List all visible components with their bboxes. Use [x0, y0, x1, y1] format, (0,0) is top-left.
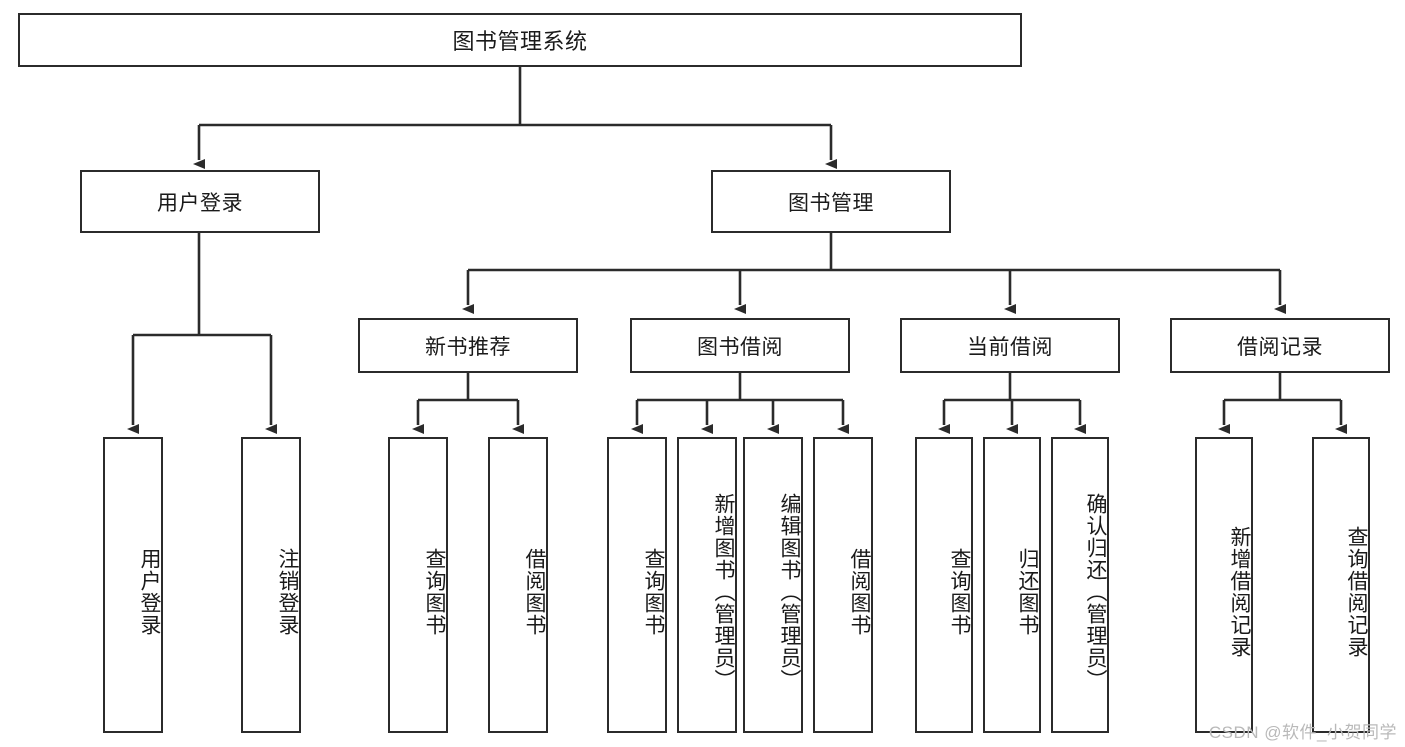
node-label: 新增图书（管理员） — [712, 493, 735, 691]
node-label: 编辑图书（管理员） — [778, 493, 801, 691]
node-book-management[interactable]: 图书管理 — [711, 170, 951, 233]
node-user-login[interactable]: 用户登录 — [80, 170, 320, 233]
leaf-current-query-book[interactable]: 查询图书 — [915, 437, 973, 733]
node-label: 查询图书 — [423, 548, 446, 636]
leaf-recommend-borrow-book[interactable]: 借阅图书 — [488, 437, 548, 733]
node-label: 图书管理系统 — [452, 29, 588, 54]
leaf-borrow-borrow-book[interactable]: 借阅图书 — [813, 437, 873, 733]
node-label: 借阅图书 — [523, 548, 546, 636]
node-new-book-recommend[interactable]: 新书推荐 — [358, 318, 578, 373]
node-root-system[interactable]: 图书管理系统 — [18, 13, 1022, 67]
node-label: 新书推荐 — [425, 335, 511, 359]
leaf-record-query[interactable]: 查询借阅记录 — [1312, 437, 1370, 733]
node-label: 用户登录 — [138, 548, 161, 636]
node-label: 当前借阅 — [967, 335, 1053, 359]
leaf-record-add[interactable]: 新增借阅记录 — [1195, 437, 1253, 733]
node-label: 新增借阅记录 — [1228, 526, 1251, 658]
node-label: 查询图书 — [642, 548, 665, 636]
node-label: 归还图书 — [1016, 548, 1039, 636]
node-label: 图书借阅 — [697, 335, 783, 359]
node-label: 借阅记录 — [1237, 335, 1323, 359]
leaf-current-confirm-return[interactable]: 确认归还（管理员） — [1051, 437, 1109, 733]
node-label: 借阅图书 — [848, 548, 871, 636]
node-label: 查询借阅记录 — [1345, 526, 1368, 658]
node-book-borrow[interactable]: 图书借阅 — [630, 318, 850, 373]
leaf-user-logout[interactable]: 注销登录 — [241, 437, 301, 733]
leaf-user-login[interactable]: 用户登录 — [103, 437, 163, 733]
leaf-borrow-add-book[interactable]: 新增图书（管理员） — [677, 437, 737, 733]
leaf-borrow-edit-book[interactable]: 编辑图书（管理员） — [743, 437, 803, 733]
leaf-current-return-book[interactable]: 归还图书 — [983, 437, 1041, 733]
node-current-borrow[interactable]: 当前借阅 — [900, 318, 1120, 373]
node-label: 注销登录 — [276, 548, 299, 636]
node-label: 用户登录 — [157, 191, 243, 215]
node-label: 查询图书 — [948, 548, 971, 636]
leaf-recommend-query-book[interactable]: 查询图书 — [388, 437, 448, 733]
watermark: CSDN @软件_小贺同学 — [1208, 723, 1397, 742]
node-label: 确认归还（管理员） — [1084, 493, 1107, 691]
node-label: 图书管理 — [788, 191, 874, 215]
node-borrow-record[interactable]: 借阅记录 — [1170, 318, 1390, 373]
leaf-borrow-query-book[interactable]: 查询图书 — [607, 437, 667, 733]
